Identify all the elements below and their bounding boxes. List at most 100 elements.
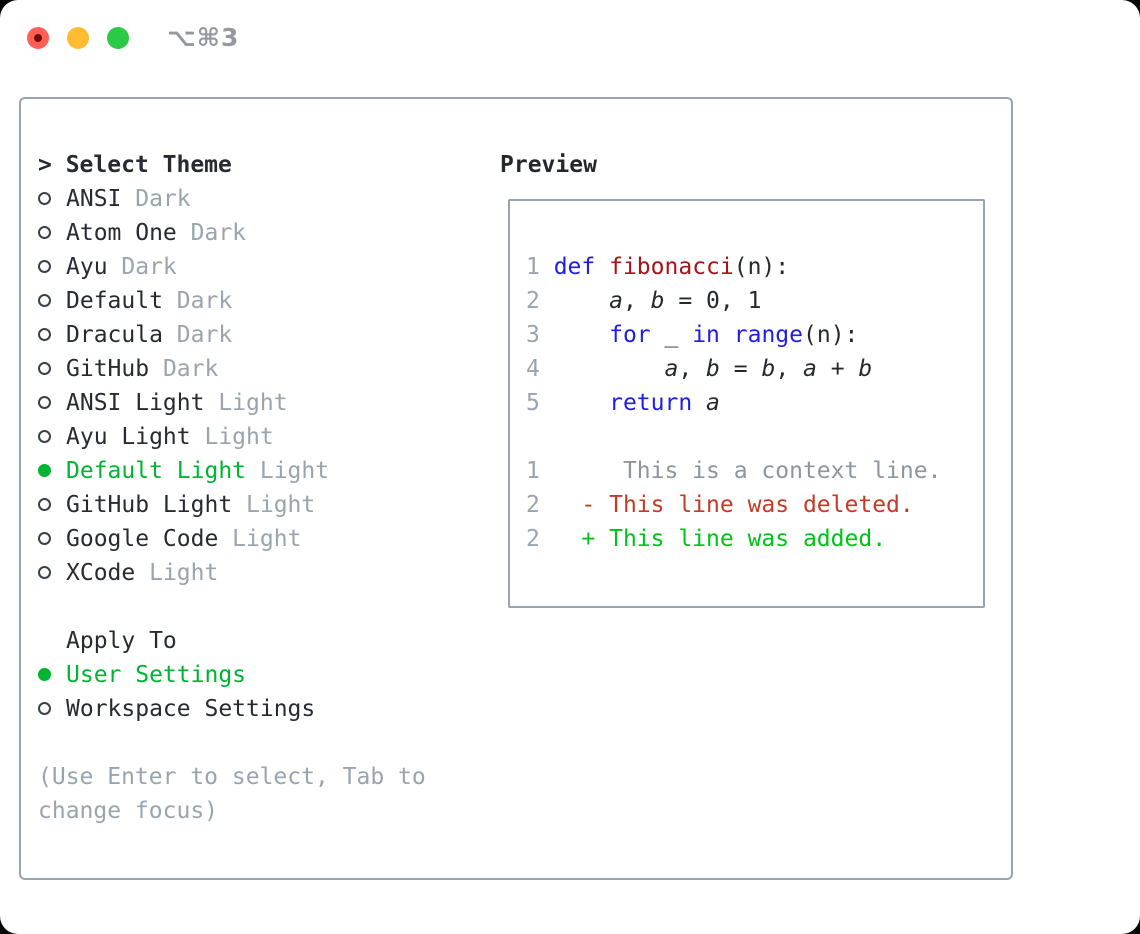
- apply-option-workspace-settings[interactable]: Workspace Settings: [38, 692, 468, 726]
- select-theme-header: > Select Theme: [38, 148, 468, 182]
- theme-name: Ayu: [66, 254, 108, 280]
- line-number: 5: [526, 390, 554, 416]
- radio-icon: [38, 522, 66, 556]
- theme-name: ANSI Light: [66, 390, 205, 416]
- code-token: [692, 390, 706, 416]
- spacer: [38, 726, 468, 760]
- code-token: =: [719, 356, 762, 382]
- code-token: b: [761, 356, 776, 382]
- code-token: [554, 390, 609, 416]
- theme-option-default[interactable]: Default Dark: [38, 284, 468, 318]
- code-token: b: [706, 356, 720, 382]
- code-line: 4 a, b = b, a + b: [526, 352, 983, 386]
- code-token: in: [692, 322, 720, 348]
- theme-variant-label: Dark: [149, 356, 219, 382]
- theme-variant-label: Light: [246, 458, 330, 484]
- code-line: 3 for _ in range(n):: [526, 318, 983, 352]
- theme-name: Dracula: [66, 322, 163, 348]
- theme-variant-label: Light: [135, 560, 219, 586]
- radio-icon: [38, 182, 66, 216]
- code-token: [595, 254, 609, 280]
- code-token: range: [733, 322, 803, 348]
- radio-selected-icon: [38, 658, 66, 692]
- code-token: a: [609, 288, 623, 314]
- theme-option-ayu[interactable]: Ayu Dark: [38, 250, 468, 284]
- code-token: [720, 322, 734, 348]
- theme-name: ANSI: [66, 186, 122, 212]
- code-line: 1 def fibonacci(n):: [526, 250, 983, 284]
- theme-option-github-light[interactable]: GitHub Light Light: [38, 488, 468, 522]
- select-theme-title: Select Theme: [65, 152, 232, 178]
- theme-option-github[interactable]: GitHub Dark: [38, 352, 468, 386]
- theme-variant-label: Dark: [107, 254, 177, 280]
- theme-name: Default: [66, 288, 163, 314]
- radio-icon: [38, 250, 66, 284]
- radio-icon: [38, 216, 66, 250]
- code-token: (n):: [733, 254, 790, 280]
- diff-text: This is a context line.: [553, 458, 942, 484]
- theme-variant-label: Dark: [162, 322, 233, 348]
- code-line: 2 a, b = 0, 1: [526, 284, 983, 318]
- theme-option-ansi[interactable]: ANSI Dark: [38, 182, 468, 216]
- code-token: ,: [678, 356, 707, 382]
- spacer: [38, 590, 468, 624]
- code-line: 5 return a: [526, 386, 983, 420]
- radio-icon: [38, 284, 66, 318]
- theme-option-xcode[interactable]: XCode Light: [38, 556, 468, 590]
- theme-option-ayu-light[interactable]: Ayu Light Light: [38, 420, 468, 454]
- radio-icon: [38, 488, 66, 522]
- code-token: def: [553, 254, 596, 280]
- apply-to-header: Apply To: [38, 624, 468, 658]
- theme-name: GitHub Light: [66, 492, 233, 518]
- theme-option-ansi-light[interactable]: ANSI Light Light: [38, 386, 468, 420]
- code-token: [554, 356, 665, 382]
- help-text: (Use Enter to select, Tab to change focu…: [38, 764, 426, 824]
- theme-variant-label: Light: [218, 526, 302, 552]
- theme-option-dracula[interactable]: Dracula Dark: [38, 318, 468, 352]
- theme-option-google-code[interactable]: Google Code Light: [38, 522, 468, 556]
- code-token: = 0, 1: [664, 288, 762, 314]
- unsaved-dot-icon: [34, 34, 42, 42]
- apply-option-label: User Settings: [66, 662, 247, 688]
- theme-option-atom-one[interactable]: Atom One Dark: [38, 216, 468, 250]
- code-token: fibonacci: [609, 254, 734, 280]
- zoom-button[interactable]: [107, 27, 129, 49]
- line-number: 1: [526, 458, 554, 484]
- theme-variant-label: Light: [204, 390, 288, 416]
- diff-text: - This line was deleted.: [553, 492, 914, 518]
- cursor-indicator: >: [38, 152, 66, 178]
- radio-icon: [38, 386, 66, 420]
- theme-option-default-light[interactable]: Default Light Light: [38, 454, 468, 488]
- minimize-button[interactable]: [67, 27, 89, 49]
- radio-icon: [38, 318, 66, 352]
- theme-name: GitHub: [66, 356, 150, 382]
- apply-to-title: Apply To: [66, 628, 177, 654]
- theme-name: Default Light: [66, 458, 247, 484]
- theme-variant-label: Light: [232, 492, 316, 518]
- diff-line-ctx: 1 This is a context line.: [526, 454, 983, 488]
- close-button[interactable]: [27, 27, 49, 49]
- line-number: 2: [526, 526, 554, 552]
- titlebar[interactable]: ⌥⌘3: [0, 0, 1140, 76]
- line-number: 1: [526, 254, 554, 280]
- radio-icon: [38, 556, 66, 590]
- code-token: return: [609, 390, 693, 416]
- apply-option-user-settings[interactable]: User Settings: [38, 658, 468, 692]
- radio-icon: [38, 420, 66, 454]
- diff-line-del: 2 - This line was deleted.: [526, 488, 983, 522]
- blank-line: [526, 420, 983, 454]
- radio-icon: [38, 352, 66, 386]
- code-token: for: [609, 322, 651, 348]
- code-token: [554, 288, 609, 314]
- theme-name: XCode: [66, 560, 136, 586]
- code-token: +: [816, 356, 859, 382]
- code-token: a: [803, 356, 817, 382]
- window-shortcut-label: ⌥⌘3: [167, 23, 240, 52]
- theme-name: Ayu Light: [66, 424, 191, 450]
